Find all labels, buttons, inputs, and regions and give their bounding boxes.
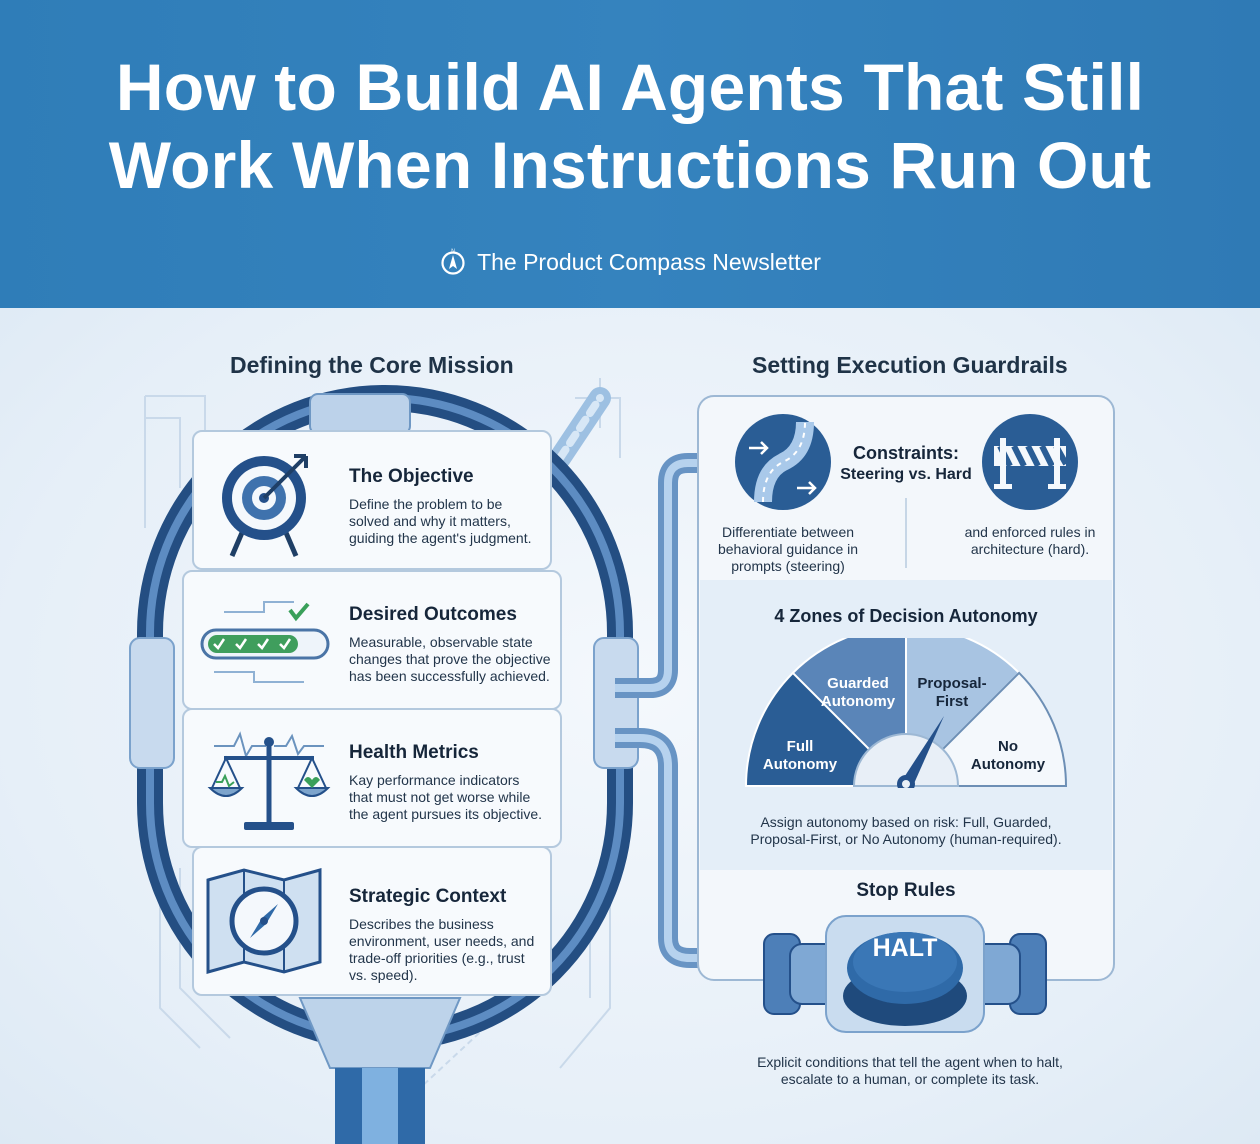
title-line-1: How to Build AI Agents That Still [115, 50, 1145, 124]
balance-scale-icon [207, 731, 331, 830]
context-desc-line: trade-off priorities (e.g., trust [349, 950, 525, 966]
zone-guarded-label: Guarded Autonomy [810, 675, 906, 711]
steering-desc-line: Differentiate between [721, 524, 855, 540]
steering-desc: Differentiate between behavioral guidanc… [708, 524, 868, 575]
zone-label-line: Autonomy [762, 756, 838, 773]
stop-rules-desc-line: Explicit conditions that tell the agent … [757, 1054, 1063, 1070]
title-line-2: Work When Instructions Run Out [108, 128, 1152, 202]
stop-rules-desc-line: escalate to a human, or complete its tas… [780, 1071, 1040, 1087]
zone-proposal-label: Proposal- First [904, 675, 1000, 711]
autonomy-gauge [744, 638, 1068, 788]
zone-none-label: No Autonomy [960, 738, 1056, 774]
objective-text: The Objective Define the problem to be s… [349, 466, 549, 547]
objective-desc: Define the problem to be solved and why … [349, 496, 549, 547]
outcomes-text: Desired Outcomes Measurable, observable … [349, 604, 559, 685]
context-desc-line: Describes the business [349, 916, 494, 932]
zone-label-line: Proposal- [917, 675, 987, 692]
health-desc-line: the agent pursues its objective. [349, 806, 543, 822]
autonomy-desc: Assign autonomy based on risk: Full, Gua… [708, 814, 1104, 848]
target-icon [222, 454, 308, 557]
zone-full-label: Full Autonomy [752, 738, 848, 774]
card-strategic-context: Strategic Context Describes the business… [192, 846, 552, 996]
gauge-needle [901, 716, 944, 788]
card-desired-outcomes: Desired Outcomes Measurable, observable … [182, 570, 562, 710]
halt-button[interactable]: HALT [872, 934, 938, 962]
right-section-title: Setting Execution Guardrails [752, 352, 1068, 378]
byline: N The Product Compass Newsletter [0, 248, 1260, 276]
autonomy-desc-line: Assign autonomy based on risk: Full, Gua… [760, 814, 1052, 830]
winding-road-icon [735, 414, 831, 510]
halt-device [763, 915, 1047, 1033]
health-text: Health Metrics Kay performance indicator… [349, 742, 559, 823]
hard-desc: and enforced rules in architecture (hard… [950, 524, 1110, 558]
context-desc: Describes the business environment, user… [349, 916, 549, 984]
constraints-title-line: Constraints: [852, 443, 959, 463]
hard-desc-line: architecture (hard). [970, 541, 1090, 557]
zone-label-line: Autonomy [970, 756, 1046, 773]
header-banner: How to Build AI Agents That Still Work W… [0, 0, 1260, 308]
context-desc-line: environment, user needs, and [349, 933, 535, 949]
outcomes-desc-line: changes that prove the objective [349, 651, 551, 667]
byline-text: The Product Compass Newsletter [477, 248, 821, 275]
stop-rules-title: Stop Rules [856, 880, 956, 901]
card-health-metrics: Health Metrics Kay performance indicator… [182, 708, 562, 848]
zone-label-line: Full [786, 738, 814, 755]
outcomes-desc-line: Measurable, observable state [349, 634, 533, 650]
context-title: Strategic Context [349, 886, 507, 907]
outcomes-desc: Measurable, observable state changes tha… [349, 634, 559, 685]
page-title: How to Build AI Agents That Still Work W… [40, 48, 1220, 204]
health-desc-line: that must not get worse while [349, 789, 531, 805]
context-desc-line: vs. speed). [349, 967, 418, 983]
constraints-title-line: Steering vs. Hard [840, 466, 972, 483]
outcomes-title: Desired Outcomes [349, 604, 517, 625]
objective-desc-line: solved and why it matters, [349, 513, 511, 529]
map-compass-icon [206, 868, 322, 974]
progress-check-icon [200, 601, 330, 683]
zone-label-line: First [935, 693, 969, 710]
zone-label-line: Autonomy [820, 693, 896, 710]
constraints-title: Constraints: Steering vs. Hard [828, 442, 984, 486]
objective-title: The Objective [349, 466, 474, 487]
diagram-canvas: Defining the Core Mission Setting Execut… [0, 308, 1260, 1144]
objective-desc-line: Define the problem to be [349, 496, 503, 512]
objective-desc-line: guiding the agent's judgment. [349, 530, 532, 546]
zone-label-line: No [998, 738, 1018, 755]
health-title: Health Metrics [349, 742, 479, 763]
steering-desc-line: behavioral guidance in [717, 541, 859, 557]
hard-desc-line: and enforced rules in [964, 524, 1096, 540]
outcomes-desc-line: has been successfully achieved. [349, 668, 550, 684]
card-objective: The Objective Define the problem to be s… [192, 430, 552, 570]
steering-desc-line: prompts (steering) [731, 558, 845, 574]
compass-icon: N [441, 249, 465, 275]
health-desc-line: Kay performance indicators [349, 772, 520, 788]
svg-text:N: N [451, 249, 455, 255]
barrier-icon [982, 414, 1078, 510]
autonomy-title: 4 Zones of Decision Autonomy [774, 606, 1038, 626]
health-desc: Kay performance indicators that must not… [349, 772, 559, 823]
autonomy-desc-line: Proposal-First, or No Autonomy (human-re… [750, 831, 1062, 847]
left-section-title: Defining the Core Mission [230, 352, 514, 378]
stop-rules-desc: Explicit conditions that tell the agent … [700, 1054, 1120, 1088]
zone-label-line: Guarded [827, 675, 889, 692]
context-text: Strategic Context Describes the business… [349, 886, 549, 984]
